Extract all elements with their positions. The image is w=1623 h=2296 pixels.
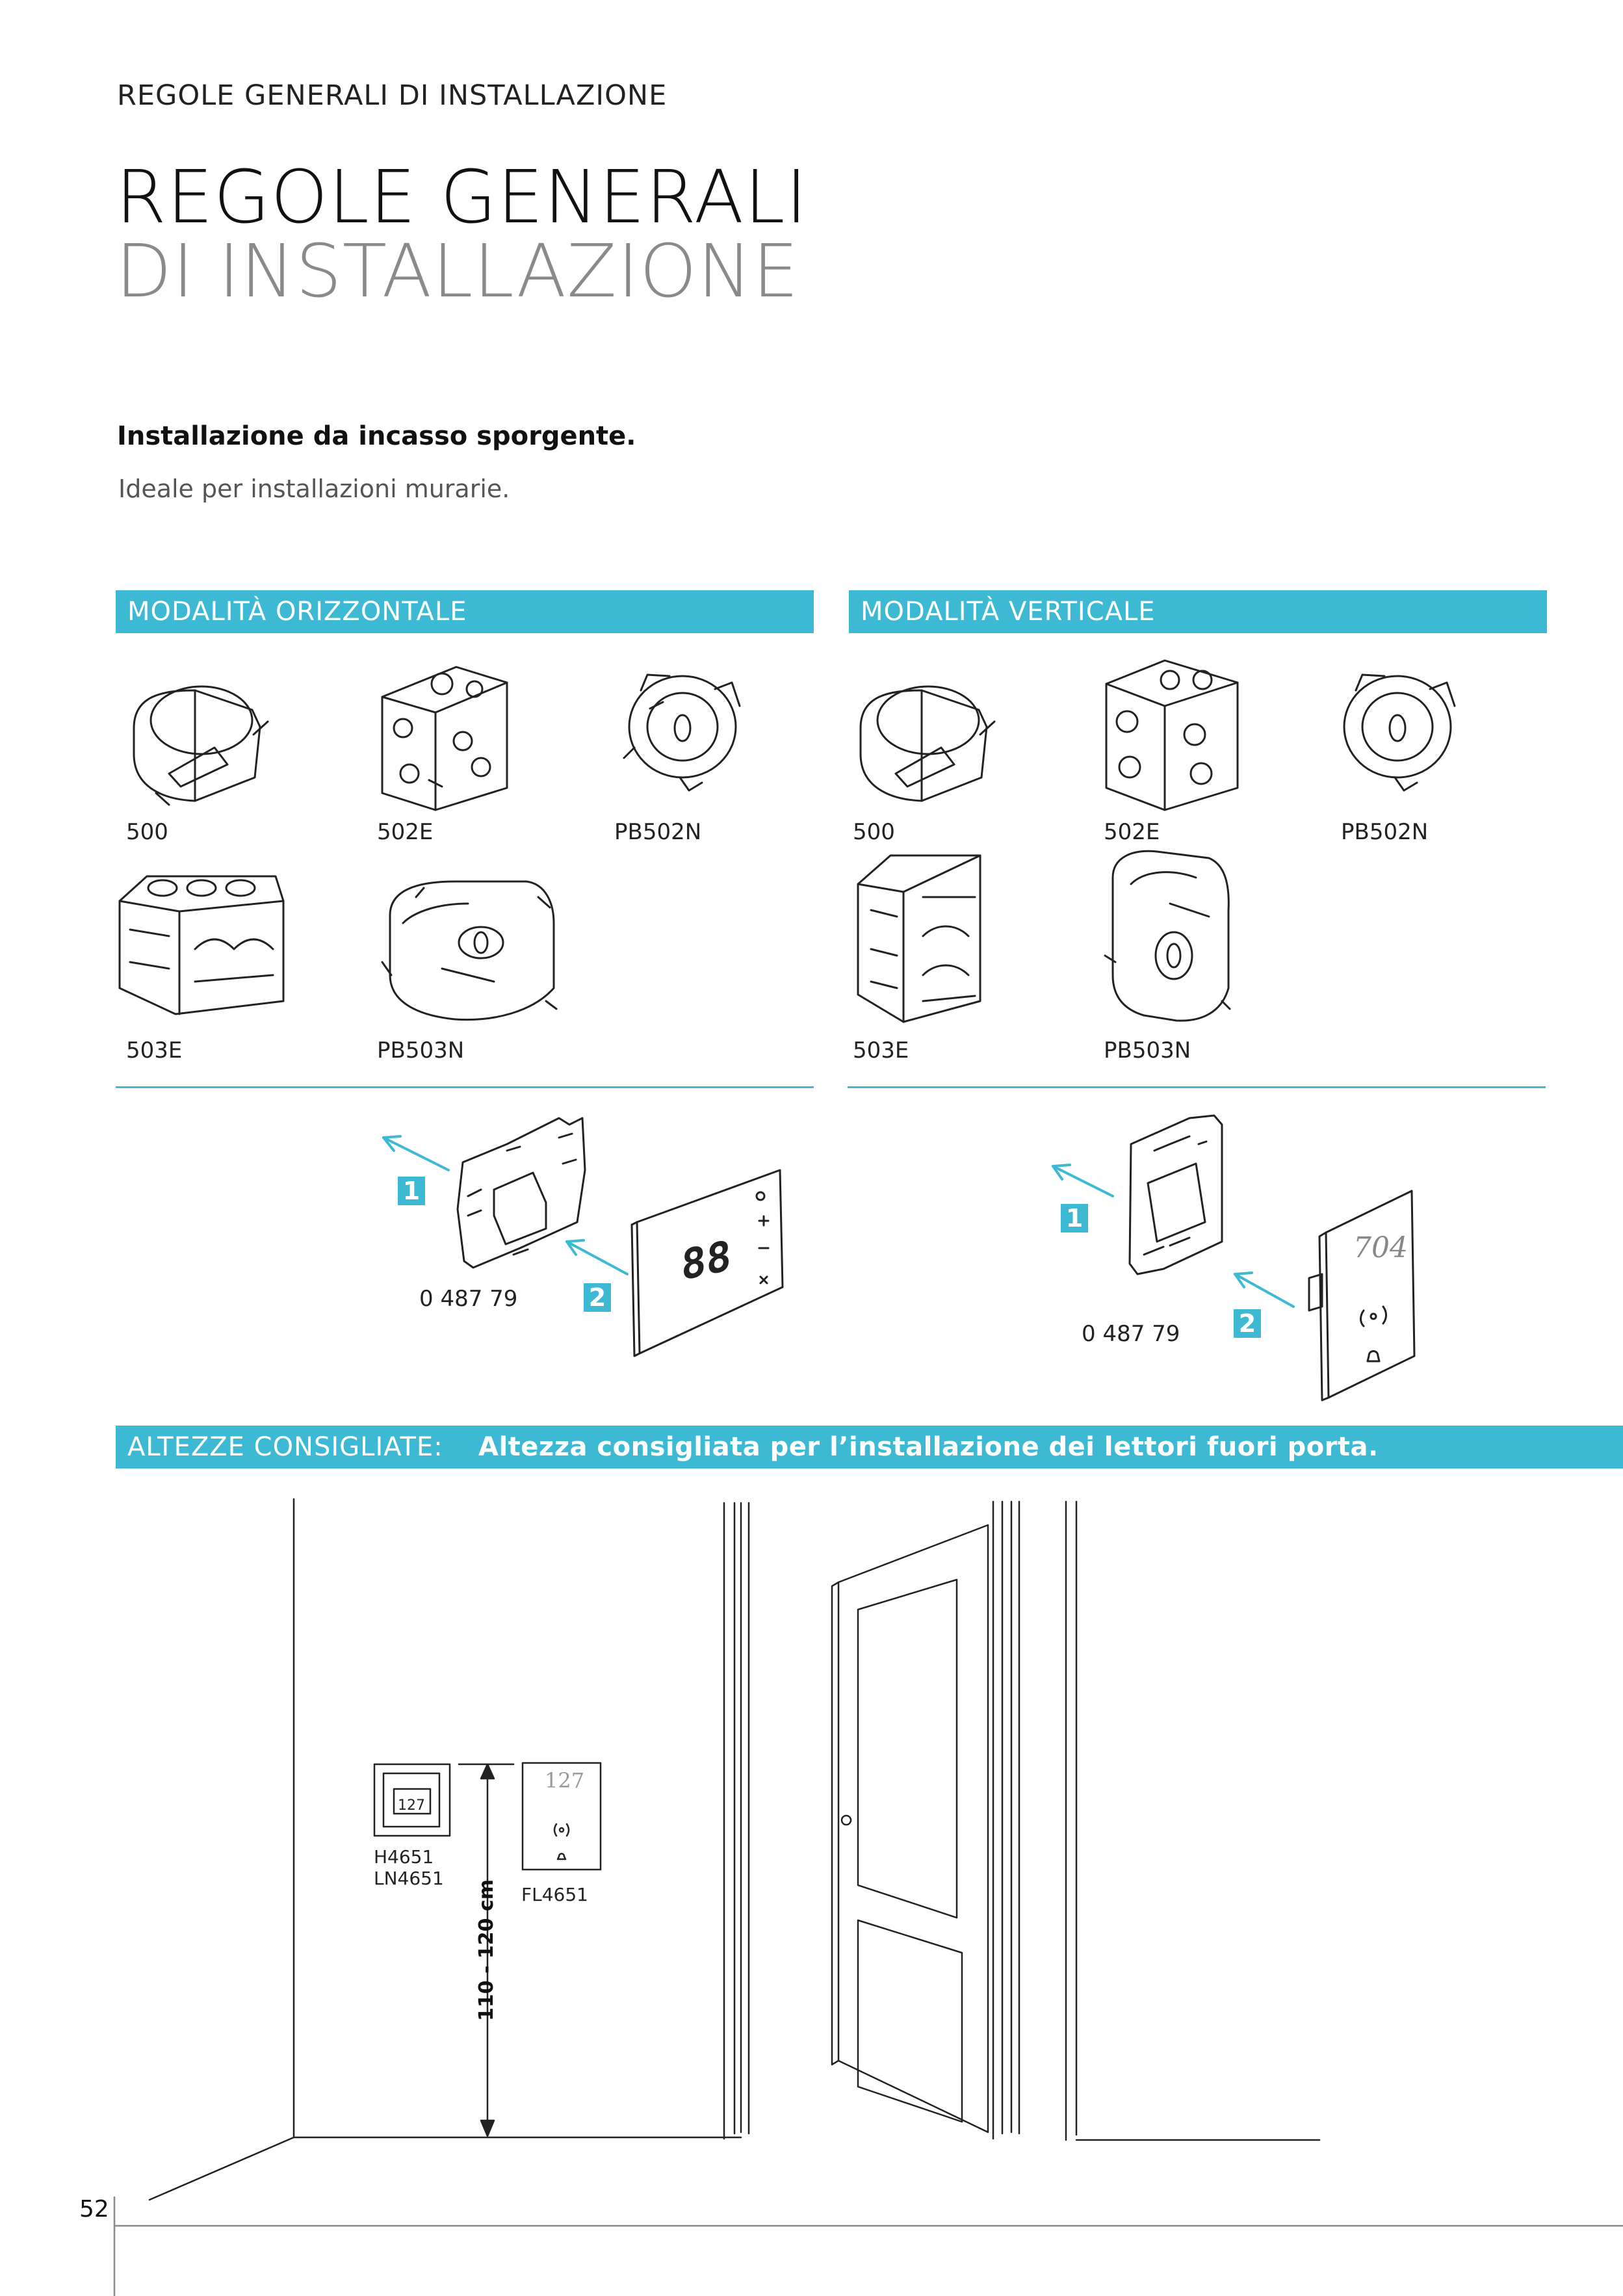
section-text: Ideale per installazioni murarie. xyxy=(118,475,510,503)
box-code: PB502N xyxy=(1341,819,1429,845)
box-pb502n-icon xyxy=(1343,673,1456,792)
support-code: 0 487 79 xyxy=(419,1286,518,1312)
box-pb503n-icon xyxy=(1104,850,1231,1022)
door-reader-device-icon: 127 xyxy=(521,1762,602,1871)
box-code: 503E xyxy=(853,1037,909,1063)
square-box-502e-icon xyxy=(381,666,508,811)
page-number: 52 xyxy=(79,2196,109,2223)
box-code: 500 xyxy=(853,819,895,845)
reader-display-number: 127 xyxy=(545,1768,584,1793)
bell-icon xyxy=(1366,1350,1381,1363)
height-dimension-label: 110 - 120 cm xyxy=(475,1879,498,2021)
thermostat-display: 88 xyxy=(681,1232,731,1291)
heights-bar: ALTEZZE CONSIGLIATE: Altezza consigliata … xyxy=(116,1426,1623,1468)
thermostat-icon: 88 xyxy=(630,1169,784,1357)
device-code: FL4651 xyxy=(521,1884,588,1905)
box-503e-icon xyxy=(857,854,981,1023)
divider xyxy=(848,1086,1546,1088)
square-box-502e-icon xyxy=(1105,659,1239,811)
page-title-line2: DI INSTALLAZIONE xyxy=(116,229,799,314)
vertical-mode-bar: MODALITÀ VERTICALE xyxy=(849,590,1547,633)
thermostat-device-icon: 127 xyxy=(373,1763,451,1837)
horizontal-mode-bar: MODALITÀ ORIZZONTALE xyxy=(116,590,814,633)
round-box-500-icon xyxy=(859,685,996,802)
door-number: 704 xyxy=(1353,1231,1408,1264)
heights-description: Altezza consigliata per l’installazione … xyxy=(478,1432,1379,1462)
step-badge: 2 xyxy=(1234,1309,1261,1338)
contactless-icon xyxy=(1360,1305,1387,1327)
step-badge: 2 xyxy=(584,1283,611,1312)
mounting-plate-icon xyxy=(456,1117,586,1269)
round-box-500-icon xyxy=(133,685,269,806)
arrow-icon xyxy=(1052,1164,1295,1308)
box-code: 500 xyxy=(126,819,168,845)
support-code: 0 487 79 xyxy=(1082,1321,1180,1347)
section-heading: Installazione da incasso sporgente. xyxy=(117,421,636,451)
box-pb503n-icon xyxy=(381,880,558,1021)
box-code: 502E xyxy=(377,819,434,845)
step-badge: 1 xyxy=(398,1177,425,1205)
device-code: H4651 xyxy=(374,1846,434,1868)
box-code: PB502N xyxy=(614,819,702,845)
wall-scene xyxy=(113,1498,1623,2296)
divider xyxy=(116,1086,814,1088)
door-reader-icon: 704 xyxy=(1308,1190,1416,1402)
page-title-line1: REGOLE GENERALI xyxy=(116,155,808,240)
bell-icon xyxy=(556,1853,567,1860)
box-code: PB503N xyxy=(377,1037,465,1063)
box-503e-icon xyxy=(118,875,285,1015)
heights-label: ALTEZZE CONSIGLIATE: xyxy=(127,1432,443,1462)
mounting-plate-icon xyxy=(1128,1114,1223,1275)
box-code: PB503N xyxy=(1104,1037,1191,1063)
device-code: LN4651 xyxy=(374,1868,444,1889)
box-code: 503E xyxy=(126,1037,183,1063)
running-header: REGOLE GENERALI DI INSTALLAZIONE xyxy=(117,79,668,112)
box-code: 502E xyxy=(1104,819,1160,845)
box-pb502n-icon xyxy=(623,673,741,792)
height-dimension-line xyxy=(458,1763,515,2137)
device-display-number: 127 xyxy=(398,1797,425,1814)
contactless-icon xyxy=(553,1823,570,1837)
step-badge: 1 xyxy=(1061,1204,1088,1233)
arrow-icon xyxy=(382,1135,629,1275)
